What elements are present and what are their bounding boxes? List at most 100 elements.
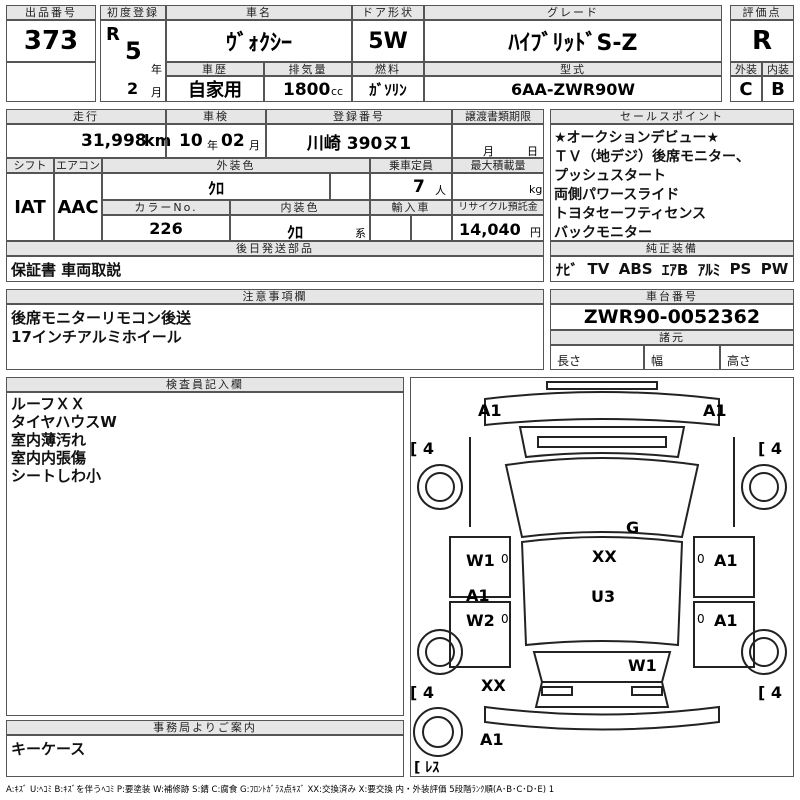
reg-year: 5: [125, 37, 142, 65]
lot-blank: [6, 62, 96, 102]
front-bumper: [484, 391, 720, 427]
km-unit: km: [144, 131, 172, 150]
rear-bumper-outline: [484, 705, 720, 731]
mark-roof: U3: [591, 587, 616, 606]
later-parts: 保証書 車両取説: [6, 256, 544, 282]
sales-points-label: セールスポイント: [550, 109, 794, 124]
mark-glass: G: [626, 518, 640, 537]
import-label: 輸入車: [370, 200, 452, 215]
ext-color: ｸﾛ: [102, 173, 330, 200]
load-box: kg: [452, 173, 544, 200]
displacement-box: 1800 cc: [264, 76, 352, 102]
recycle-unit: 円: [530, 226, 541, 239]
spare-tire: [413, 707, 463, 757]
recycle-label: リサイクル預託金: [452, 200, 544, 215]
plate: 川崎 390ヌ1: [266, 124, 452, 158]
import-box-b: [411, 215, 452, 241]
equipment-item: PS: [729, 260, 752, 278]
rear-lamp-left: [541, 686, 573, 696]
mark-rear-panel: W1: [628, 656, 657, 675]
inspector-notes: ルーフＸＸ タイヤハウスW 室内薄汚れ 室内内張傷 シートしわ小: [6, 392, 404, 716]
int-color-box: ｸﾛ 系: [230, 215, 370, 242]
lot-label: 出品番号: [6, 5, 96, 20]
right-front-door-outline: [693, 536, 755, 598]
sales-point-line: バックモニター: [554, 225, 652, 241]
wheel-rear-right: [741, 629, 787, 675]
mark-left-quarter: XX: [481, 676, 506, 695]
capacity: 7: [413, 177, 425, 197]
rear-lamp-right: [631, 686, 663, 696]
mark-rear-bumper: A1: [480, 730, 504, 749]
mark-tire-fl: [ 4: [410, 439, 435, 458]
int-grade: B: [762, 76, 794, 102]
car-diagram-frame: [410, 377, 794, 777]
ext-color-label: 外装色: [102, 158, 370, 173]
width-field: 幅: [644, 345, 720, 370]
displacement-label: 排気量: [264, 62, 352, 76]
first-reg-box: R 5 年 2 月: [100, 20, 166, 102]
sales-point-line: ★オークションデビュー★: [554, 130, 720, 146]
wheel-front-left: [417, 464, 463, 510]
wheel-front-right: [741, 464, 787, 510]
equipment-item: ABS: [618, 260, 653, 278]
inspector-line: 室内薄汚れ: [11, 431, 87, 449]
transfer-day-unit: 日: [527, 145, 538, 158]
history: 自家用: [166, 76, 264, 102]
equipment-list: ﾅﾋﾞ TV ABS ｴｱB ｱﾙﾐ PS PW: [550, 256, 794, 282]
transfer-box: 月 日: [452, 124, 544, 158]
inspection-box: 10 年 02 月: [166, 124, 266, 158]
grade-label: グレード: [424, 5, 722, 20]
ac-label: エアコン: [54, 158, 102, 173]
mileage-box: 31,998 km: [6, 124, 171, 158]
insp-month: 02: [221, 131, 245, 151]
first-reg-label: 初度登録: [100, 5, 166, 20]
mark-front-left: A1: [478, 401, 502, 420]
dims-label: 諸元: [550, 330, 794, 345]
equipment-item: ｴｱB: [661, 260, 689, 279]
capacity-box: 7 人: [370, 173, 452, 200]
tailgate: [534, 681, 670, 708]
equipment-item: PW: [760, 260, 789, 278]
chassis-label: 車台番号: [550, 289, 794, 304]
int-grade-label: 内装: [762, 62, 794, 76]
transfer-month-unit: 月: [483, 145, 494, 158]
notes: 後席モニターリモコン後送 17インチアルミホイール: [6, 304, 544, 370]
inspection-label: 車検: [166, 109, 266, 124]
left-front-door-outline: [449, 536, 511, 598]
model-code: 6AA-ZWR90W: [424, 76, 722, 102]
ext-color-extra: [330, 173, 370, 200]
equipment-item: TV: [587, 260, 610, 278]
month-unit: 月: [151, 86, 162, 99]
color-no: 226: [102, 215, 230, 241]
mark-spare: [ ﾚｽ: [414, 760, 440, 776]
displacement: 1800: [283, 80, 331, 100]
mileage: 31,998: [81, 131, 147, 151]
car-name: ｳﾞｫｸｼｰ: [166, 20, 352, 62]
sales-points: ★オークションデビュー★ ＴＶ（地デジ）後席モニター、 プッシュスタート 両側パ…: [550, 124, 794, 241]
inspector-line: 室内内張傷: [11, 449, 87, 467]
capacity-unit: 人: [435, 184, 446, 197]
equipment-label: 純正装備: [550, 241, 794, 256]
office-note: キーケース: [6, 735, 404, 777]
ac: AAC: [54, 173, 102, 241]
left-rear-door-outline: [449, 601, 511, 668]
lot-number: 373: [6, 20, 96, 62]
notes-label: 注意事項欄: [6, 289, 544, 304]
roof-outline: [520, 536, 684, 647]
sales-point-line: プッシュスタート: [554, 168, 666, 184]
door-type: 5W: [352, 20, 424, 62]
insp-year-unit: 年: [207, 139, 218, 152]
later-parts-label: 後日発送部品: [6, 241, 544, 256]
int-color-label: 内装色: [230, 200, 370, 215]
reg-month: 2: [127, 79, 139, 98]
transfer-label: 譲渡書類期限: [452, 109, 544, 124]
notes-line: 後席モニターリモコン後送: [11, 309, 192, 327]
door-label: ドア形状: [352, 5, 424, 20]
hood: [518, 426, 686, 459]
inspector-line: シートしわ小: [11, 467, 102, 485]
grille: [537, 436, 667, 448]
mark-right-front-door-hw: 0: [697, 552, 705, 566]
mark-tire-rl: [ 4: [410, 683, 435, 702]
capacity-label: 乗車定員: [370, 158, 452, 173]
front-fenders: [469, 437, 735, 527]
